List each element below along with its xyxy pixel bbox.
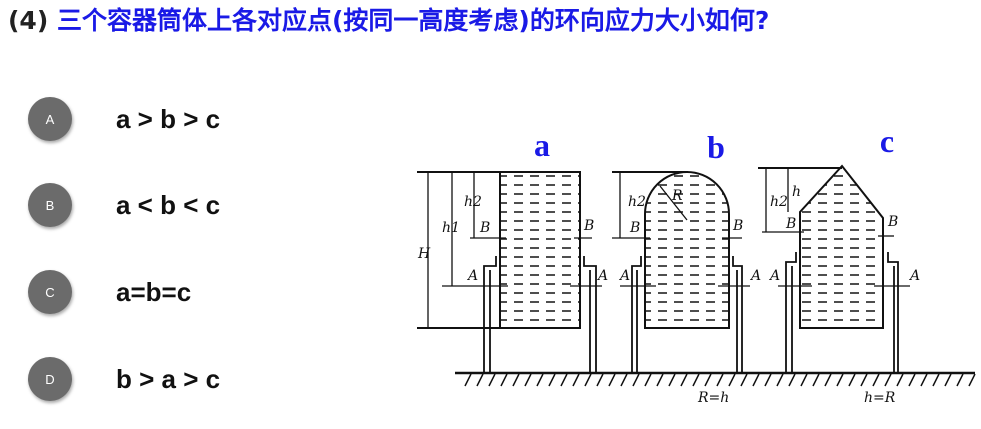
ground-hatch bbox=[644, 373, 652, 387]
label-A: A bbox=[596, 268, 608, 284]
dim-label-R: R bbox=[671, 188, 683, 204]
ground-hatch bbox=[848, 373, 856, 387]
dim-label-h2: h2 bbox=[464, 194, 482, 210]
label-B: B bbox=[583, 218, 594, 234]
ground-hatch bbox=[572, 373, 580, 387]
label-A: A bbox=[908, 268, 920, 284]
ground-hatch bbox=[620, 373, 628, 387]
ground-hatch bbox=[680, 373, 688, 387]
label-B: B bbox=[887, 214, 898, 230]
question-text: 三个容器筒体上各对应点(按同一高度考虑)的环向应力大小如何? bbox=[56, 6, 770, 35]
ground-hatch bbox=[596, 373, 604, 387]
container-label-b: b bbox=[707, 129, 725, 165]
option-text: a=b=c bbox=[116, 276, 192, 307]
ground-hatch bbox=[548, 373, 556, 387]
label-A: A bbox=[618, 268, 630, 284]
dim-label-H: H bbox=[417, 246, 431, 262]
ground-hatch bbox=[692, 373, 700, 387]
note-b: R=h bbox=[697, 390, 729, 406]
label-A: A bbox=[466, 268, 478, 284]
option-a[interactable]: A a > b > c bbox=[28, 97, 220, 141]
ground-hatch bbox=[884, 373, 892, 387]
ground-hatch bbox=[776, 373, 784, 387]
label-A: A bbox=[749, 268, 761, 284]
question-number: (4) bbox=[8, 6, 49, 35]
ground-hatch bbox=[632, 373, 640, 387]
option-letter-badge: D bbox=[28, 357, 72, 401]
container-b bbox=[612, 171, 750, 373]
option-d[interactable]: D b > a > c bbox=[28, 357, 220, 401]
ground-hatch bbox=[968, 373, 976, 387]
label-B: B bbox=[629, 220, 640, 236]
ground-hatch bbox=[824, 373, 832, 387]
dim-label-h2: h2 bbox=[628, 194, 646, 210]
container-label-a: a bbox=[534, 127, 550, 163]
ground-hatch bbox=[488, 373, 496, 387]
container-a bbox=[417, 171, 602, 373]
label-A: A bbox=[768, 268, 780, 284]
ground-hatch bbox=[956, 373, 964, 387]
ground-hatch bbox=[668, 373, 676, 387]
option-letter-badge: B bbox=[28, 183, 72, 227]
container-label-c: c bbox=[880, 123, 894, 159]
ground-hatch bbox=[536, 373, 544, 387]
label-B: B bbox=[732, 218, 743, 234]
ground-hatch bbox=[608, 373, 616, 387]
label-B: B bbox=[479, 220, 490, 236]
ground-hatch bbox=[812, 373, 820, 387]
ground-hatch bbox=[896, 373, 904, 387]
ground-hatch bbox=[788, 373, 796, 387]
option-text: a < b < c bbox=[116, 189, 221, 220]
ground-hatch bbox=[800, 373, 808, 387]
option-b[interactable]: B a < b < c bbox=[28, 183, 220, 227]
option-letter-badge: C bbox=[28, 270, 72, 314]
ground-hatch bbox=[944, 373, 952, 387]
option-letter-badge: A bbox=[28, 97, 72, 141]
ground-hatch bbox=[752, 373, 760, 387]
option-text: b > a > c bbox=[116, 363, 221, 394]
note-c: h=R bbox=[864, 390, 896, 406]
ground-hatch bbox=[932, 373, 940, 387]
question-title: (4) 三个容器筒体上各对应点(按同一高度考虑)的环向应力大小如何? bbox=[8, 4, 888, 38]
ground-hatch bbox=[512, 373, 520, 387]
container-c bbox=[758, 164, 910, 373]
option-text: a > b > c bbox=[116, 103, 221, 134]
ground-hatch bbox=[764, 373, 772, 387]
ground-hatch bbox=[716, 373, 724, 387]
ground-hatch bbox=[656, 373, 664, 387]
ground-line bbox=[455, 371, 976, 387]
ground-hatch bbox=[872, 373, 880, 387]
ground-hatch bbox=[476, 373, 484, 387]
ground-hatch bbox=[464, 373, 472, 387]
option-c[interactable]: C a=b=c bbox=[28, 270, 191, 314]
ground-hatch bbox=[500, 373, 508, 387]
ground-hatch bbox=[524, 373, 532, 387]
dim-label-h: h bbox=[792, 184, 801, 200]
dim-label-h2: h2 bbox=[770, 194, 788, 210]
dim-label-h1: h1 bbox=[442, 220, 460, 236]
label-B: B bbox=[785, 216, 796, 232]
ground-hatch bbox=[704, 373, 712, 387]
ground-hatch bbox=[836, 373, 844, 387]
ground-hatch bbox=[920, 373, 928, 387]
ground-hatch bbox=[560, 373, 568, 387]
ground-hatch bbox=[908, 373, 916, 387]
ground-hatch bbox=[584, 373, 592, 387]
ground-hatch bbox=[860, 373, 868, 387]
ground-hatch bbox=[740, 373, 748, 387]
ground-hatch bbox=[728, 373, 736, 387]
